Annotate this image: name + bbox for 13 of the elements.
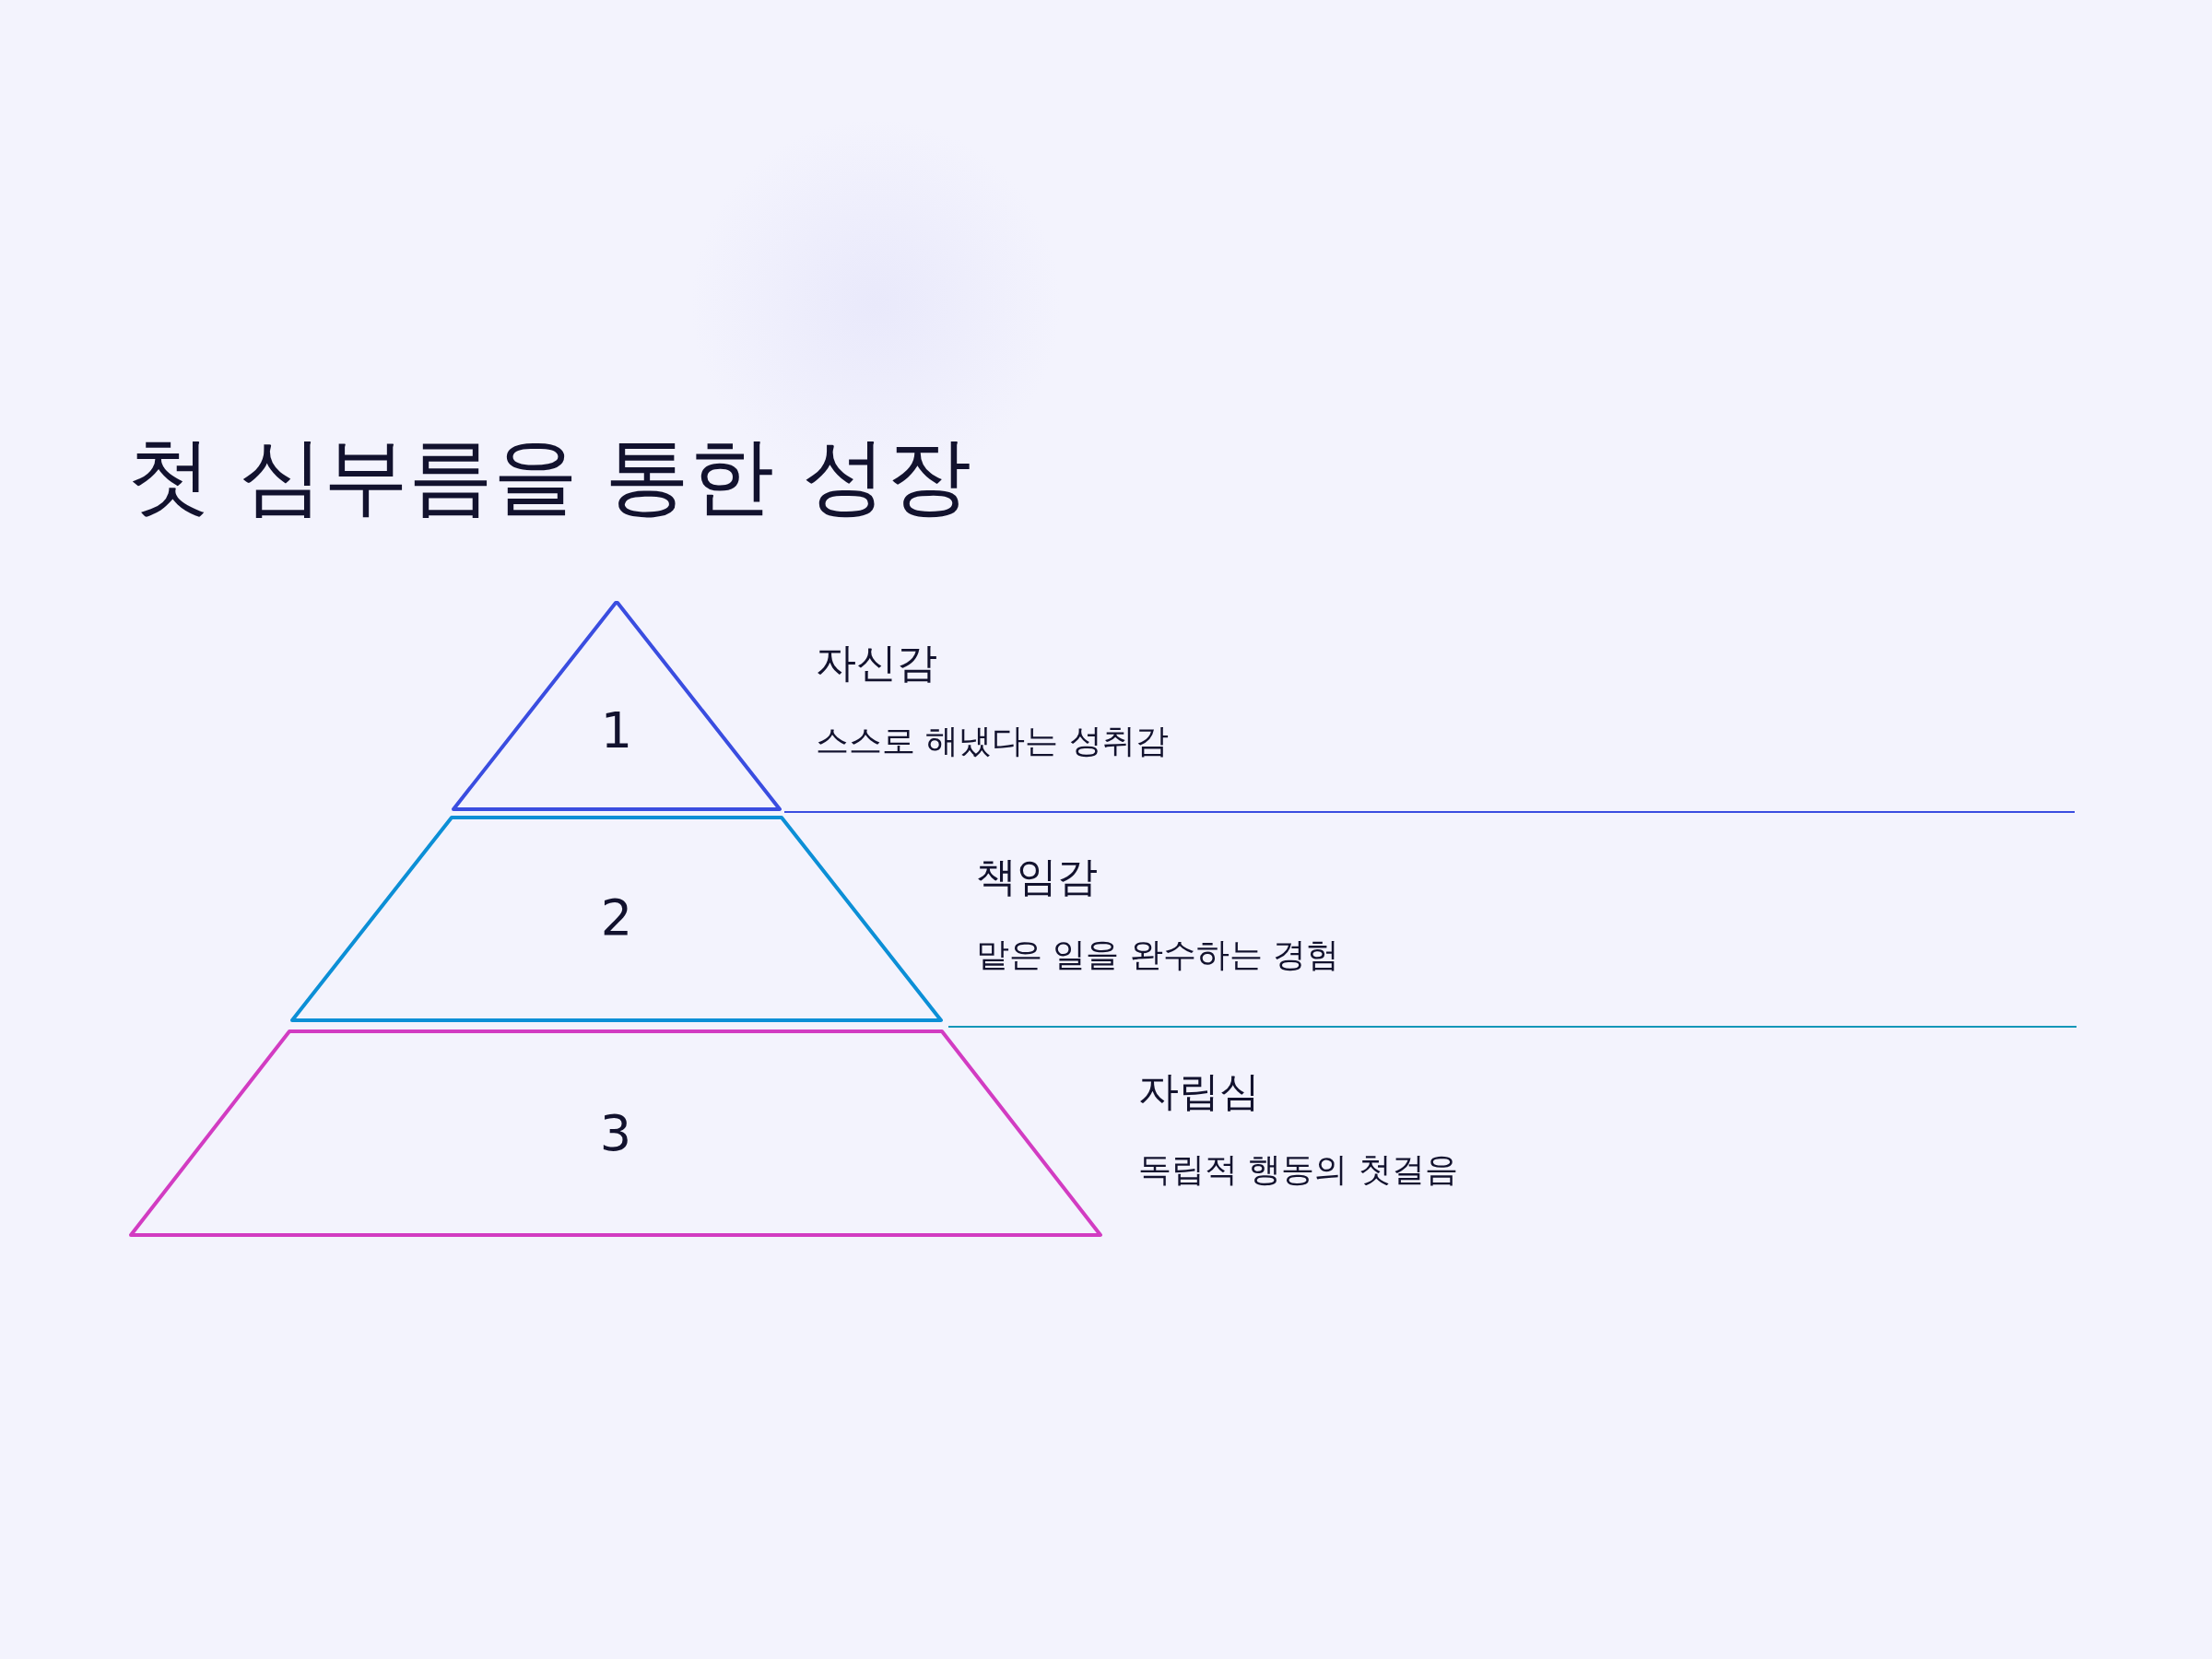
level-heading: 자립심 [1138,1066,1260,1116]
pyramid-level [452,601,782,811]
level-number: 3 [599,1103,632,1162]
title: 첫 심부름을 통한 성장 [127,426,971,527]
pyramid-level [129,1030,1102,1237]
level-number: 2 [600,888,633,947]
level-description: 맡은 일을 완수하는 경험 [976,935,1340,975]
level-description: 독립적 행동의 첫걸음 [1138,1149,1458,1190]
level-heading: 책임감 [976,852,1098,901]
pyramid-level [290,816,943,1022]
level-number: 1 [600,700,633,759]
level-description: 스스로 해냈다는 성취감 [816,721,1169,761]
level-heading: 자신감 [816,638,937,688]
